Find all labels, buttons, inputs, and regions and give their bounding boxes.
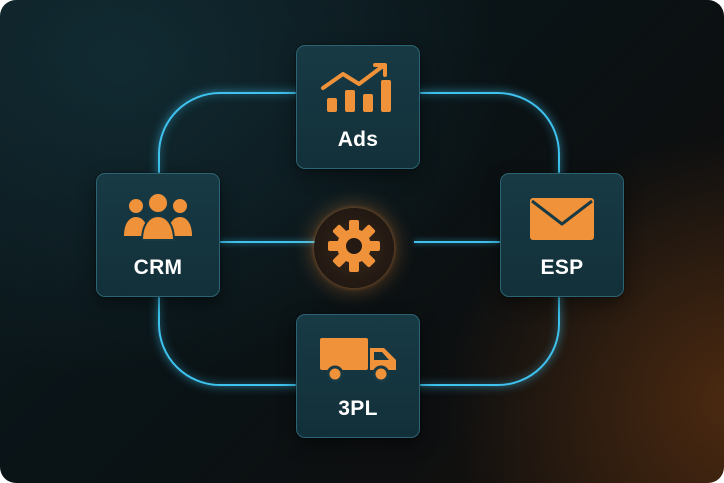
truck-icon	[297, 331, 419, 387]
node-label: 3PL	[338, 397, 378, 420]
node-label: Ads	[337, 128, 379, 151]
connector-hub-esp	[414, 241, 500, 243]
node-label: ESP	[540, 256, 584, 279]
users-icon	[97, 190, 219, 246]
chart-growth-icon	[297, 62, 419, 118]
node-crm: CRM	[96, 173, 220, 297]
node-3pl: 3PL	[296, 314, 420, 438]
integration-hub	[314, 208, 394, 288]
node-label: CRM	[133, 256, 183, 279]
gear-icon	[326, 218, 382, 278]
envelope-icon	[501, 190, 623, 246]
node-ads: Ads	[296, 45, 420, 169]
node-esp: ESP	[500, 173, 624, 297]
connector-crm-hub	[220, 241, 320, 243]
